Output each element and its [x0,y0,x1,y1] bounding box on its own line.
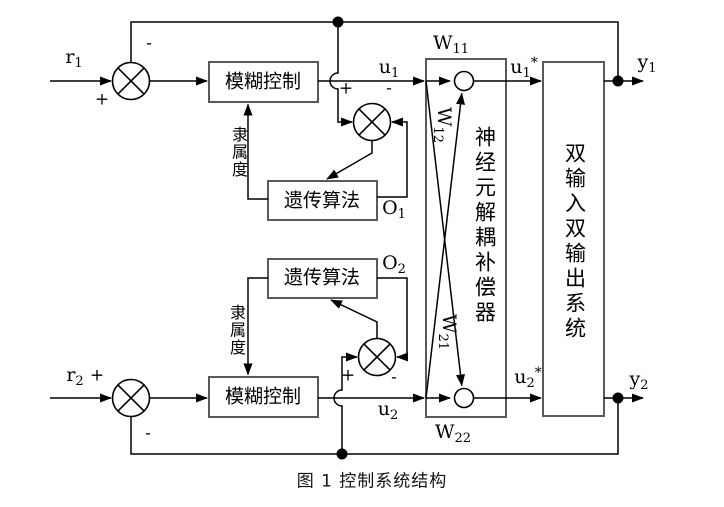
w22-label: W22 [434,421,472,446]
r2-label: r2 [66,364,84,389]
junction-dot-y2 [612,392,624,404]
wire-y2-feedback-bottom [130,398,619,455]
junction-dot-y1 [612,75,624,87]
w12-label: W12 [430,106,455,144]
sum2-plus-sign: + [338,78,354,99]
r1-label: r1 [65,46,83,71]
sum1-minus-sign: - [146,33,152,54]
wire-w21-cross [425,80,465,387]
sum2-minus-sign: - [386,78,392,99]
u1-star-label: u1* [510,55,538,81]
sum3-plus-sign: + [340,365,356,386]
fuzzy-controller-2-label: 模糊控制 [224,385,302,408]
o2-label: O2 [382,252,406,277]
w11-label: W11 [432,32,470,57]
sum-junction-r2 [111,378,151,418]
wire-sum2-to-ga1 [326,140,373,180]
wire-o1-loop [377,117,408,198]
membership-label-top: 隶属度 [229,125,248,179]
sum-junction-e1 [352,102,392,142]
u2-star-label: u2* [514,365,542,391]
wire-o2-loop [377,277,408,362]
sum1-plus-sign: + [94,89,110,110]
compensator-box [425,58,507,418]
wire-y1-feedback-top [130,21,619,81]
wire-membership-bottom [243,277,268,376]
junction-dot-top-tap [332,16,344,28]
genetic-algorithm-2-label: 遗传算法 [283,266,361,289]
wire-sum3-to-ga2 [330,299,378,339]
fuzzy-controller-1-label: 模糊控制 [224,70,302,93]
y2-label: y2 [629,368,649,393]
w21-label: W21 [435,313,460,351]
genetic-algorithm-1-label: 遗传算法 [283,189,361,212]
sum4-minus-sign: - [145,423,151,444]
sum-junction-r1 [111,61,151,101]
plant-label: 双输入双输出系统 [562,142,587,342]
neuron-node-2 [453,387,475,409]
neuron-node-1 [453,70,475,92]
plant-box [542,61,605,417]
y1-label: y1 [637,51,657,76]
sum3-minus-sign: - [391,367,397,388]
junction-dot-bottom-tap [336,448,348,460]
wire-y2-tap-to-sum3 [333,352,358,454]
u2-label: u2 [377,398,399,423]
wire-membership-top [243,103,268,200]
membership-label-bottom: 隶属度 [227,303,246,357]
wire-y1-tap-to-sum2 [329,22,353,127]
genetic-algorithm-1-box [267,180,378,221]
figure-caption: 图 1 控制系统结构 [296,471,448,492]
sum4-plus-sign: + [89,365,105,386]
o1-label: O1 [382,197,406,222]
u1-label: u1 [378,56,400,81]
sum-junction-e2 [357,337,397,377]
fuzzy-controller-2-box [208,376,319,418]
wire-w12-cross [425,92,465,399]
compensator-label: 神经元解耦补偿器 [472,126,497,326]
fuzzy-controller-1-box [208,61,319,103]
